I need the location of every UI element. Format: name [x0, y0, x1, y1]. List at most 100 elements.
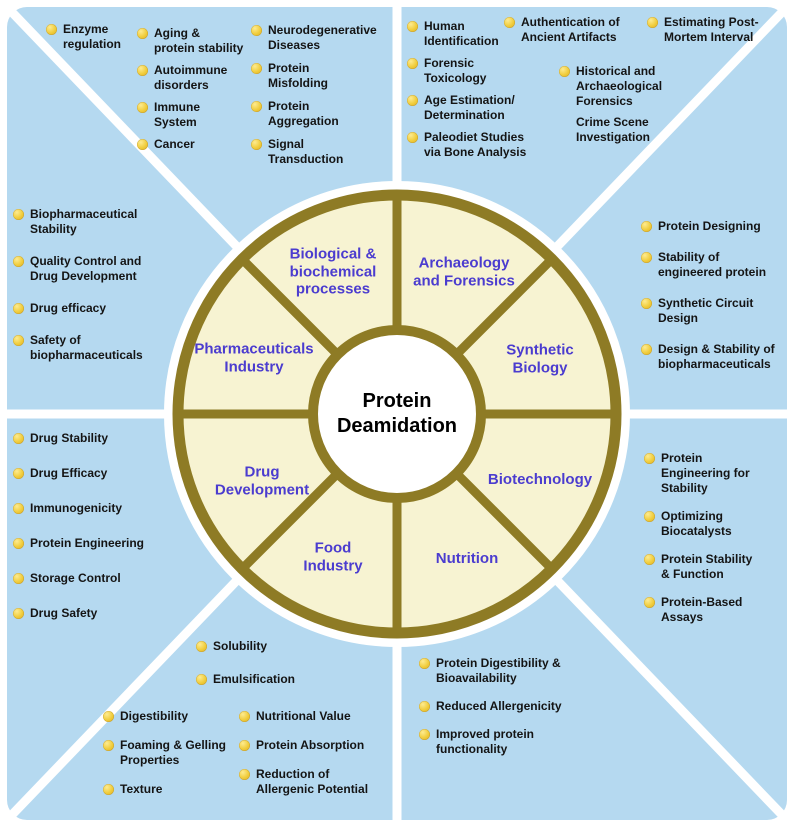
item-label: Signal Transduction [268, 137, 344, 166]
bullet-icon [644, 453, 655, 464]
list-item: Optimizing Biocatalysts [644, 509, 752, 539]
item-label: Protein Stability & Function [661, 552, 753, 581]
list-item: Aging & protein stability [137, 26, 243, 56]
list-item: Forensic Toxicology [407, 56, 526, 86]
item-label: Forensic Toxicology [424, 56, 487, 85]
sector-label-nutrition: Nutrition [435, 550, 499, 568]
bullet-icon [13, 433, 24, 444]
bullet-icon [647, 17, 658, 28]
item-label: Historical and Archaeological Forensics [576, 64, 663, 108]
list-item: Safety of biopharmaceuticals [13, 333, 143, 363]
list-item: Biopharmaceutical Stability [13, 207, 143, 237]
item-label: Safety of biopharmaceuticals [30, 333, 143, 362]
bullet-icon [251, 139, 262, 150]
region-archaeology-col2: Authentication of Ancient Artifacts [504, 15, 620, 45]
item-label: Foaming & Gelling Properties [120, 738, 227, 767]
bullet-icon [13, 209, 24, 220]
item-label: Human Identification [424, 19, 499, 48]
list-item: Age Estimation/ Determination [407, 93, 526, 123]
bullet-icon [13, 538, 24, 549]
bullet-icon [239, 711, 250, 722]
bullet-icon [137, 65, 148, 76]
item-label: Authentication of Ancient Artifacts [521, 15, 620, 44]
list-item: Nutritional Value [239, 709, 368, 724]
list-item: Digestibility [103, 709, 226, 724]
list-item: Enzyme regulation [46, 22, 121, 52]
bullet-icon [251, 63, 262, 74]
item-label: Design & Stability of biopharmaceuticals [658, 342, 775, 371]
sector-label-food-industry: Food Industry [303, 539, 363, 574]
item-label: Synthetic Circuit Design [658, 296, 754, 325]
item-label: Protein Digestibility & Bioavailability [436, 656, 561, 685]
bullet-icon [407, 58, 418, 69]
list-item: Drug Efficacy [13, 466, 144, 481]
bullet-icon [103, 711, 114, 722]
item-label: Autoimmune disorders [154, 63, 228, 92]
item-label: Drug Stability [30, 431, 109, 445]
list-item: Protein Misfolding [251, 61, 377, 91]
list-item: Autoimmune disorders [137, 63, 243, 93]
list-item: Estimating Post- Mortem Interval [647, 15, 759, 45]
bullet-icon [559, 66, 570, 77]
bullet-icon [407, 132, 418, 143]
item-label: Optimizing Biocatalysts [661, 509, 732, 538]
list-item: Stability of engineered protein [641, 250, 775, 280]
bullet-icon [13, 468, 24, 479]
bullet-icon [13, 608, 24, 619]
region-archaeology-col4: Estimating Post- Mortem Interval [647, 15, 759, 45]
list-item: Immunogenicity [13, 501, 144, 516]
list-item: Design & Stability of biopharmaceuticals [641, 342, 775, 372]
list-item: Synthetic Circuit Design [641, 296, 775, 326]
list-item: Foaming & Gelling Properties [103, 738, 226, 768]
item-label: Quality Control and Drug Development [30, 254, 142, 283]
list-item: Drug Stability [13, 431, 144, 446]
item-label: Protein Engineering for Stability [661, 451, 750, 495]
item-label: Age Estimation/ Determination [424, 93, 515, 122]
bullet-icon [644, 554, 655, 565]
list-item: Texture [103, 782, 226, 797]
bullet-icon [644, 511, 655, 522]
bullet-icon [137, 28, 148, 39]
list-item: Cancer [137, 137, 243, 152]
item-label: Solubility [213, 639, 267, 653]
list-item: Paleodiet Studies via Bone Analysis [407, 130, 526, 160]
bullet-icon [239, 769, 250, 780]
list-item: Protein Engineering [13, 536, 144, 551]
bullet-icon [419, 701, 430, 712]
bullet-icon [641, 221, 652, 232]
item-label: Emulsification [213, 672, 296, 686]
sector-label-pharmaceuticals-industry: Pharmaceuticals Industry [194, 340, 314, 375]
sector-label-synthetic-biology: Synthetic Biology [506, 341, 574, 376]
item-label: Reduced Allergenicity [436, 699, 562, 713]
item-label: Crime Scene Investigation [576, 115, 651, 144]
list-item: Protein Designing [641, 219, 775, 234]
item-label: Stability of engineered protein [658, 250, 767, 279]
item-label: Protein Aggregation [268, 99, 339, 128]
bullet-icon [13, 503, 24, 514]
list-item: Protein Absorption [239, 738, 368, 753]
sector-label-biotechnology: Biotechnology [487, 471, 593, 489]
item-label: Neurodegenerative Diseases [268, 23, 377, 52]
sector-label-archaeology-forensics: Archaeology and Forensics [413, 254, 515, 289]
bullet-icon [644, 597, 655, 608]
list-item: Reduced Allergenicity [419, 699, 562, 714]
list-item: Solubility [196, 639, 295, 654]
item-label: Enzyme regulation [63, 22, 122, 51]
item-label: Immunogenicity [30, 501, 123, 515]
list-item: Improved protein functionality [419, 727, 562, 757]
bullet-icon [103, 740, 114, 751]
list-item: Drug Safety [13, 606, 144, 621]
bullet-icon [13, 335, 24, 346]
bullet-icon [251, 25, 262, 36]
item-label: Protein Misfolding [268, 61, 328, 90]
item-label: Aging & protein stability [154, 26, 244, 55]
